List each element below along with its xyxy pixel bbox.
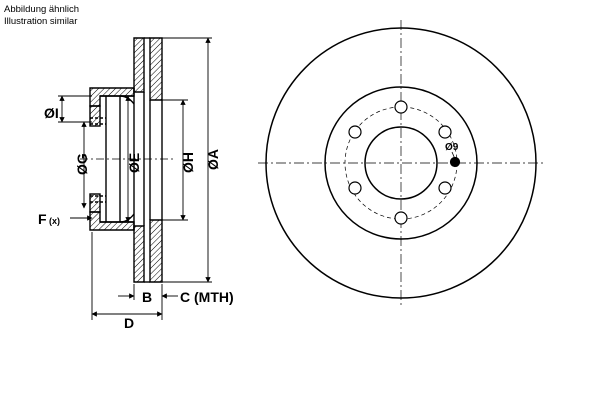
bolt-hole [348,125,362,139]
bolt-holes [348,100,461,225]
label-C: C (MTH) [180,289,234,305]
label-dia-E: ØE [126,153,142,173]
friction-plate-right-top [149,37,163,101]
side-dimensions [58,37,212,320]
friction-plate-left-bottom [133,225,145,283]
bolt-hole [394,100,408,114]
label-hole-dia: Ø9 [445,142,459,153]
friction-plate-right-bottom [149,219,163,283]
hub-face-upper [89,105,101,127]
caption-line-english: Illustration similar [4,16,78,27]
bolt-hole [438,125,452,139]
label-F-sub: (x) [49,216,60,226]
locating-hole [449,156,461,168]
caption-line-german: Abbildung ähnlich [4,4,80,15]
front-view [258,20,544,306]
bolt-hole [348,181,362,195]
label-F: F [38,211,47,227]
hub-section-bottom [89,211,135,231]
bolt-hole [438,181,452,195]
bolt-hole [394,211,408,225]
hub-face-lower [89,193,101,213]
label-dia-H: ØH [180,152,196,173]
hub-section-top [89,87,135,107]
label-dia-I: ØI [44,105,59,121]
label-B: B [142,289,152,305]
friction-plate-left-top [133,37,145,93]
label-dia-A: ØA [205,149,221,170]
label-dia-G: ØG [74,153,90,175]
label-D: D [124,315,134,331]
hole-leader [451,151,456,160]
hub-bore [364,126,438,200]
